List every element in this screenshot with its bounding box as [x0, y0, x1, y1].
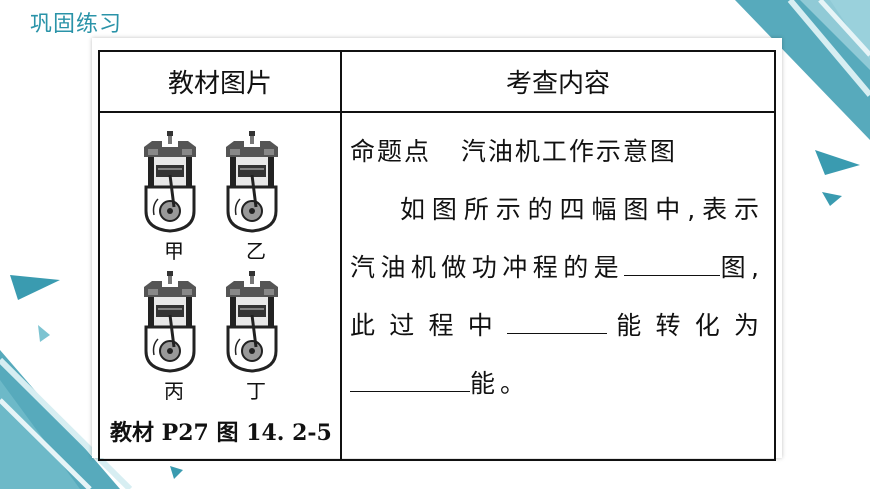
- col1-header: 教材图片: [98, 50, 342, 113]
- page-title: 巩固练习: [30, 12, 123, 37]
- engine-ding-figure: [224, 269, 280, 373]
- content-cell: 命题点 汽油机工作示意图 如图所示的四幅图中,表示汽油机做功冲程的是图,此过程中…: [340, 111, 776, 461]
- label-yi: 乙: [246, 239, 266, 263]
- question-part3: 能转化为: [607, 311, 764, 340]
- blank-2: [507, 307, 607, 334]
- label-jia: 甲: [164, 239, 184, 263]
- engine-yi-figure: [224, 129, 280, 233]
- question-part2: 图,此过程中: [350, 253, 764, 340]
- col2-header: 考查内容: [340, 50, 776, 113]
- topic-line: 命题点 汽油机工作示意图: [350, 123, 764, 181]
- label-ding: 丁: [246, 379, 266, 403]
- figure-cell: 甲 乙 丙 丁 教材 P27 图 14. 2-5: [98, 111, 342, 461]
- question-part1: 如图所示的四幅图中,表示汽油机做功冲程的是: [350, 195, 764, 282]
- blank-3: [350, 365, 470, 392]
- engine-jia-figure: [142, 129, 198, 233]
- engine-bing-figure: [142, 269, 198, 373]
- engine-figures: [142, 129, 280, 373]
- blank-1: [624, 249, 721, 276]
- topic-title: 汽油机工作示意图: [460, 137, 677, 166]
- question-text: 如图所示的四幅图中,表示汽油机做功冲程的是图,此过程中能转化为能。: [350, 181, 764, 413]
- topic-label: 命题点: [350, 137, 432, 166]
- figure-source: 教材 P27 图 14. 2-5: [110, 420, 332, 446]
- content-table: 教材图片 考查内容: [98, 50, 776, 461]
- question-part4: 能。: [470, 369, 531, 398]
- label-bing: 丙: [164, 379, 184, 403]
